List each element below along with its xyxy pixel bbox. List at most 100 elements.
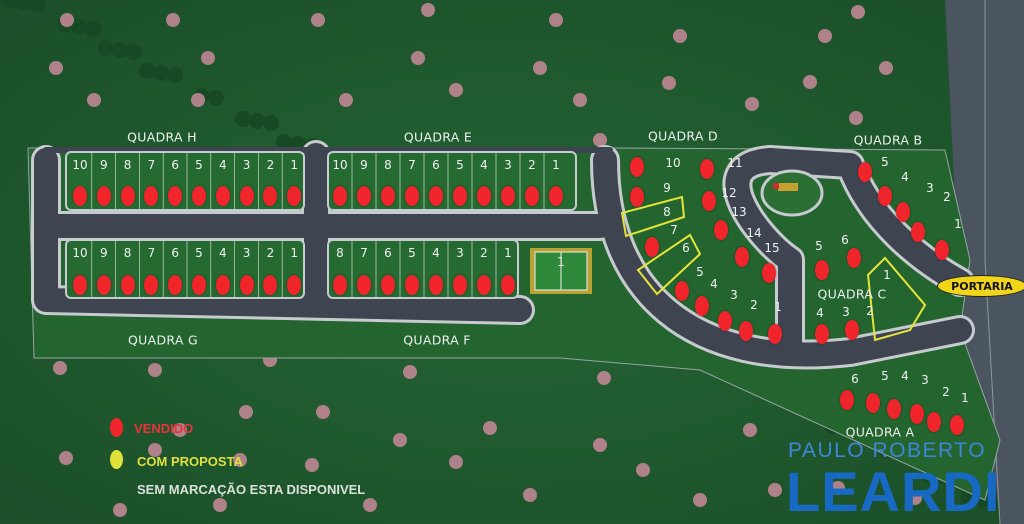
sold-marker[interactable] <box>168 275 183 295</box>
lot-number[interactable]: 9 <box>663 181 671 195</box>
lot-number[interactable]: 4 <box>710 277 718 291</box>
sold-marker[interactable] <box>739 321 753 341</box>
sold-marker[interactable] <box>287 186 302 206</box>
sold-marker[interactable] <box>815 324 829 344</box>
sold-marker[interactable] <box>477 186 491 206</box>
sold-marker[interactable] <box>501 275 515 295</box>
lot-number[interactable]: 2 <box>480 246 488 260</box>
sold-marker[interactable] <box>477 275 491 295</box>
sold-marker[interactable] <box>73 275 87 295</box>
sold-marker[interactable] <box>718 311 732 331</box>
lot-number[interactable]: 5 <box>195 246 203 260</box>
lot-number[interactable]: 7 <box>360 246 368 260</box>
sold-marker[interactable] <box>405 275 419 295</box>
sold-marker[interactable] <box>630 187 644 207</box>
lot-number[interactable]: 7 <box>147 246 156 260</box>
sold-marker[interactable] <box>950 415 964 435</box>
sold-marker[interactable] <box>815 260 829 280</box>
lot-number[interactable]: 13 <box>731 205 747 219</box>
sold-marker[interactable] <box>144 186 159 206</box>
sold-marker[interactable] <box>357 186 371 206</box>
lot-number[interactable]: 6 <box>682 241 690 255</box>
sold-marker[interactable] <box>840 390 854 410</box>
lot-number[interactable]: 3 <box>456 246 464 260</box>
sold-marker[interactable] <box>333 186 347 206</box>
lot-number[interactable]: 5 <box>881 155 889 169</box>
sold-marker[interactable] <box>702 191 716 211</box>
lot-number[interactable]: 5 <box>195 158 203 172</box>
sold-marker[interactable] <box>762 263 776 283</box>
sold-marker[interactable] <box>768 324 782 344</box>
lot-number[interactable]: 1 <box>504 246 512 260</box>
lot-number[interactable]: 2 <box>943 190 951 204</box>
sold-marker[interactable] <box>858 162 872 182</box>
lot-number[interactable]: 8 <box>123 158 132 172</box>
sold-marker[interactable] <box>896 202 910 222</box>
lot-number[interactable]: 9 <box>360 158 368 172</box>
lot-number[interactable]: 2 <box>266 246 275 260</box>
sold-marker[interactable] <box>192 186 206 206</box>
sold-marker[interactable] <box>357 275 371 295</box>
sold-marker[interactable] <box>381 186 395 206</box>
lot-number[interactable]: 3 <box>926 181 934 195</box>
lot-number[interactable]: 10 <box>72 246 88 260</box>
sold-marker[interactable] <box>96 186 111 206</box>
lot-number[interactable]: 2 <box>528 158 536 172</box>
sold-marker[interactable] <box>887 399 901 419</box>
lot-number[interactable]: 2 <box>942 385 950 399</box>
lot-number[interactable]: 8 <box>384 158 392 172</box>
lot-number[interactable]: 9 <box>99 246 108 260</box>
lot-number[interactable]: 2 <box>266 158 275 172</box>
sold-marker[interactable] <box>96 275 111 295</box>
lot-number[interactable]: 3 <box>504 158 512 172</box>
lot-number[interactable]: 15 <box>764 241 780 255</box>
lot-number[interactable]: 4 <box>480 158 488 172</box>
sold-marker[interactable] <box>675 281 689 301</box>
sold-marker[interactable] <box>73 186 87 206</box>
lot-number[interactable]: 3 <box>921 373 929 387</box>
lot-number[interactable]: 1 <box>290 246 299 260</box>
lot-number[interactable]: 3 <box>242 246 251 260</box>
sold-marker[interactable] <box>429 186 443 206</box>
lot-number[interactable]: 12 <box>721 186 737 200</box>
sold-marker[interactable] <box>215 275 230 295</box>
sold-marker[interactable] <box>501 186 515 206</box>
lot-number[interactable]: 5 <box>815 239 823 253</box>
lot-number[interactable]: 8 <box>336 246 344 260</box>
sold-marker[interactable] <box>168 186 183 206</box>
lot-number[interactable]: 2 <box>866 304 874 318</box>
sold-marker[interactable] <box>866 393 880 413</box>
sold-marker[interactable] <box>333 275 347 295</box>
lot-number[interactable]: 8 <box>123 246 132 260</box>
lot-number[interactable]: 3 <box>842 305 850 319</box>
sold-marker[interactable] <box>878 186 892 206</box>
lot-number[interactable]: 4 <box>901 170 909 184</box>
sold-marker[interactable] <box>453 275 467 295</box>
lot-number[interactable]: 7 <box>670 223 678 237</box>
lot-number[interactable]: 6 <box>384 246 392 260</box>
sold-marker[interactable] <box>630 157 644 177</box>
lot-number[interactable]: 4 <box>218 246 227 260</box>
lot-number[interactable]: 10 <box>72 158 88 172</box>
lot-number[interactable]: 4 <box>816 306 824 320</box>
sold-marker[interactable] <box>910 404 924 424</box>
sold-marker[interactable] <box>239 275 254 295</box>
lot-number[interactable]: 10 <box>332 158 348 172</box>
lot-number[interactable]: 1 <box>954 217 962 231</box>
sold-marker[interactable] <box>120 275 135 295</box>
sold-marker[interactable] <box>847 248 861 268</box>
lot-number[interactable]: 1 <box>961 391 969 405</box>
sold-marker[interactable] <box>645 237 659 257</box>
lot-number[interactable]: 1 <box>552 158 560 172</box>
lot-number[interactable]: 7 <box>147 158 156 172</box>
sold-marker[interactable] <box>911 222 925 242</box>
lot-number[interactable]: 5 <box>408 246 416 260</box>
sold-marker[interactable] <box>845 320 859 340</box>
lot-number[interactable]: 1 <box>774 300 782 314</box>
sold-marker[interactable] <box>735 247 749 267</box>
sold-marker[interactable] <box>525 186 539 206</box>
lot-number[interactable]: 11 <box>727 156 743 170</box>
lot-number[interactable]: 10 <box>665 156 681 170</box>
lot-number[interactable]: 6 <box>171 246 180 260</box>
lot-number[interactable]: 5 <box>696 265 704 279</box>
